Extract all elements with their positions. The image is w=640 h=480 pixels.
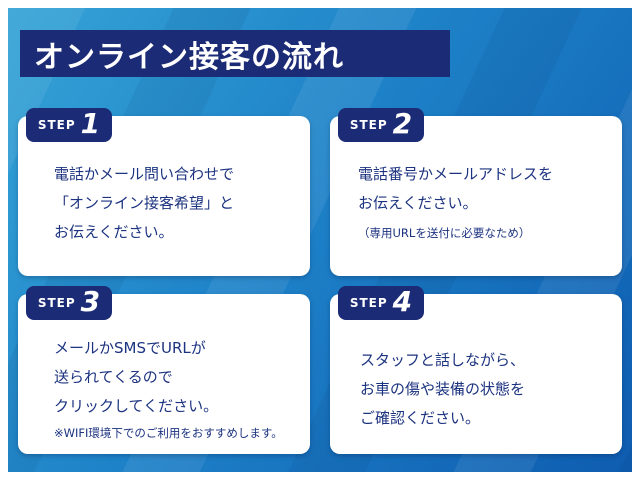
step-badge-label: STEP — [37, 296, 76, 310]
step-text-line: 送られてくるので — [54, 368, 173, 386]
step-badge-4: STEP 4 — [338, 286, 424, 320]
step-text-line: メールかSMSでURLが — [54, 339, 206, 357]
step-text-line: 電話番号かメールアドレスを — [358, 165, 554, 183]
step-text-line: クリックしてください。 — [54, 397, 219, 415]
step-badge-2: STEP 2 — [338, 108, 424, 142]
step-text-line: ご確認ください。 — [360, 409, 481, 427]
step-text-line: お車の傷や装備の状態を — [360, 380, 526, 398]
step-card-1: STEP 1 電話かメール問い合わせで 「オンライン接客希望」と お伝えください… — [18, 108, 310, 276]
step-card-4: STEP 4 スタッフと話しながら、 お車の傷や装備の状態を ご確認ください。 — [330, 286, 622, 454]
page-title-banner: オンライン接客の流れ — [20, 30, 450, 77]
step-card-3: STEP 3 メールかSMSでURLが 送られてくるので クリックしてください。… — [18, 286, 310, 454]
step-note: （専用URLを送付に必要なため） — [358, 226, 531, 240]
step-text-line: 「オンライン接客希望」と — [54, 194, 235, 212]
step-text-line: スタッフと話しながら、 — [360, 351, 526, 369]
step-card-body: 電話かメール問い合わせで 「オンライン接客希望」と お伝えください。 — [18, 116, 310, 247]
step-note: ※WIFI環境下でのご利用をおすすめします。 — [54, 426, 283, 440]
step-badge-number: 1 — [80, 107, 101, 140]
step-badge-number: 2 — [392, 107, 413, 140]
flow-infographic-panel: オンライン接客の流れ STEP 1 電話かメール問い合わせで 「オンライン接客希… — [8, 8, 632, 472]
step-card-body: 電話番号かメールアドレスを お伝えください。 （専用URLを送付に必要なため） — [330, 116, 622, 243]
step-badge-1: STEP 1 — [26, 108, 112, 142]
step-text-line: 電話かメール問い合わせで — [54, 165, 235, 183]
step-text-line: お伝えください。 — [54, 223, 174, 241]
step-card-body: メールかSMSでURLが 送られてくるので クリックしてください。 ※WIFI環… — [18, 294, 310, 443]
step-badge-number: 3 — [80, 285, 101, 318]
step-card-2: STEP 2 電話番号かメールアドレスを お伝えください。 （専用URLを送付に… — [330, 108, 622, 276]
step-text-line: お伝えください。 — [358, 194, 478, 212]
step-badge-label: STEP — [349, 296, 388, 310]
step-badge-label: STEP — [349, 118, 388, 132]
step-badge-3: STEP 3 — [26, 286, 112, 320]
step-badge-label: STEP — [37, 118, 76, 132]
step-badge-number: 4 — [392, 285, 413, 318]
page-title: オンライン接客の流れ — [34, 39, 344, 75]
step-card-body: スタッフと話しながら、 お車の傷や装備の状態を ご確認ください。 — [330, 294, 622, 433]
